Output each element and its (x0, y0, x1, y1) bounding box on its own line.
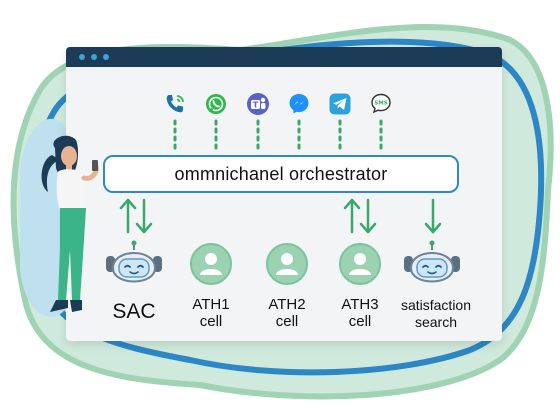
svg-text:T: T (253, 101, 259, 110)
robot-icon (106, 240, 162, 283)
user-icon (190, 243, 232, 285)
app-window (66, 47, 502, 341)
telegram-icon (329, 93, 351, 115)
node-label-line: satisfaction (400, 297, 472, 313)
node-label-satisfaction: satisfaction search (388, 297, 484, 331)
window-title-bar (66, 47, 502, 67)
node-label-ath2: ATH2 cell (257, 296, 317, 330)
robot-icon (404, 240, 460, 283)
window-dot (103, 54, 109, 60)
down-arrow (424, 198, 442, 234)
node-label-line: cell (275, 313, 299, 330)
node-label-line: cell (348, 313, 372, 330)
node-label-line: cell (199, 313, 223, 330)
node-label-sac: SAC (104, 300, 164, 323)
person-figure (41, 135, 99, 312)
bidirectional-arrow (119, 198, 153, 234)
teams-icon: T (247, 93, 269, 115)
node-label-ath3: ATH3 cell (330, 296, 390, 330)
orchestrator-box: ommnichanel orchestrator (103, 155, 459, 193)
bidirectional-arrow (343, 198, 377, 234)
sms-icon: SMS (371, 93, 391, 114)
node-label-line: ATH3 (341, 296, 379, 313)
node-label-line: ATH1 (192, 296, 230, 313)
messenger-icon (289, 94, 309, 114)
phone-icon (166, 95, 184, 113)
window-dot (79, 54, 85, 60)
node-label-ath1: ATH1 cell (181, 296, 241, 330)
whatsapp-icon (206, 94, 226, 114)
user-icon (339, 243, 381, 285)
svg-text:SMS: SMS (374, 101, 387, 107)
user-icon (266, 243, 308, 285)
node-label-line: ATH2 (268, 296, 306, 313)
node-label-line: SAC (112, 300, 156, 323)
node-label-line: search (414, 314, 458, 330)
orchestrator-label: ommnichanel orchestrator (174, 163, 388, 184)
window-dot (91, 54, 97, 60)
